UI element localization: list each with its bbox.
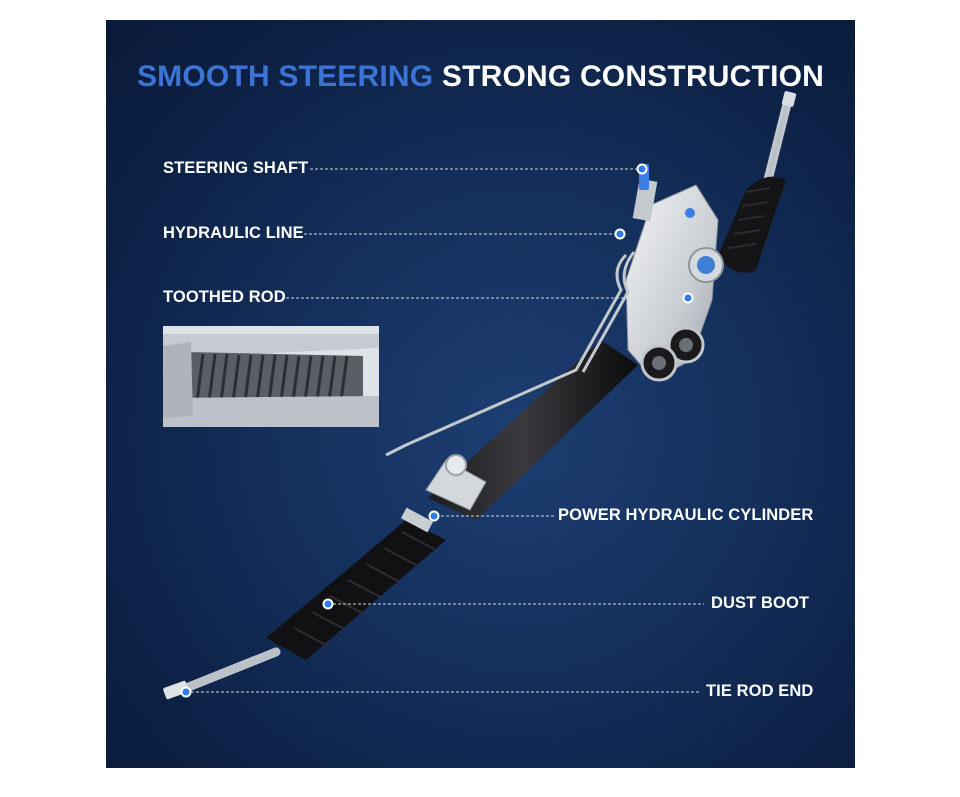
label-steering-shaft: STEERING SHAFT (163, 159, 309, 177)
cylinder-tube (425, 340, 638, 520)
headline-accent: SMOOTH STEERING (136, 60, 434, 93)
toothed-rod-inset (163, 326, 379, 427)
toothed-rod-closeup-image (163, 326, 379, 427)
headline-main: STRONG CONSTRUCTION (441, 60, 825, 93)
lower-dust-boot (266, 507, 446, 660)
label-dust-boot: DUST BOOT (711, 594, 810, 612)
callout-markers (180, 163, 694, 698)
callout-leaders (186, 168, 704, 693)
headline: SMOOTH STEERING STRONG CONSTRUCTION (106, 60, 855, 94)
lower-tie-rod (163, 647, 281, 700)
label-power-hydraulic-cylinder: POWER HYDRAULIC CYLINDER (558, 506, 814, 524)
label-toothed-rod: TOOTHED ROD (163, 288, 286, 306)
upper-tie-rod (763, 91, 797, 185)
label-hydraulic-line: HYDRAULIC LINE (163, 224, 304, 242)
hydraulic-lines (385, 251, 636, 457)
valve-housing (625, 164, 724, 382)
upper-dust-boot (718, 176, 786, 273)
product-panel: SMOOTH STEERING STRONG CONSTRUCTION (106, 20, 855, 768)
label-tie-rod-end: TIE ROD END (706, 682, 814, 700)
steering-rack-illustration (163, 91, 797, 700)
